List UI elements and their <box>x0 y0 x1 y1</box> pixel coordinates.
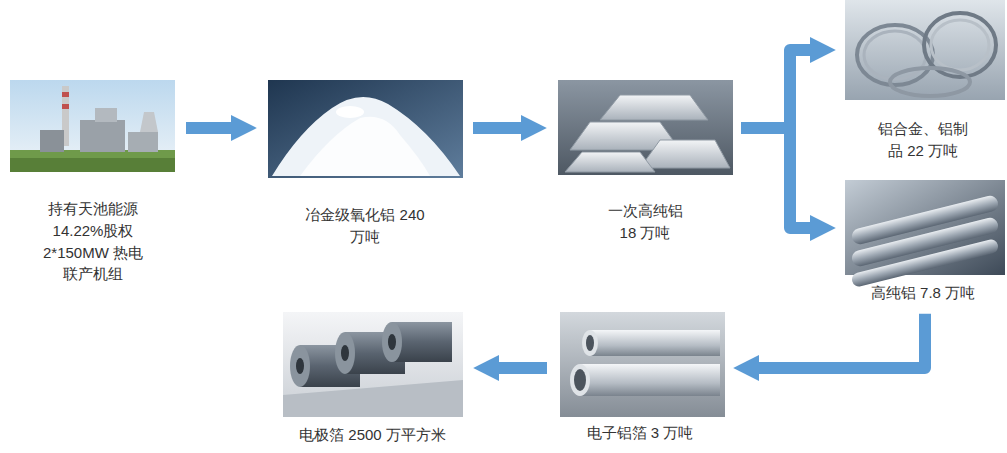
photo-shape <box>296 358 304 374</box>
product-node: 铝合金、铝制 品 22 万吨 <box>842 0 1004 164</box>
photo-shape <box>300 117 430 176</box>
product-caption: 铝合金、铝制 品 22 万吨 <box>873 118 973 162</box>
photo-shape <box>580 364 720 396</box>
photo-shape <box>382 322 402 362</box>
photo-shape <box>931 20 989 70</box>
product-caption: 高纯铝 7.8 万吨 <box>871 282 975 304</box>
photo-shape <box>268 80 463 178</box>
photo-shape <box>586 335 594 351</box>
alumina-powder-photo <box>268 80 463 178</box>
rod-photo <box>845 180 1005 288</box>
flow-arrow <box>186 122 236 134</box>
photo-shape <box>62 92 69 97</box>
tube-photo <box>560 312 725 417</box>
flow-arrow <box>741 128 815 228</box>
photo-shape <box>10 158 175 172</box>
photo-shape <box>851 238 1000 288</box>
photo-shape <box>640 140 730 168</box>
photo-shape <box>560 312 725 417</box>
photo-shape <box>341 345 349 361</box>
photo-shape <box>272 97 460 176</box>
photo-shape <box>10 80 175 172</box>
photo-shape <box>80 120 125 152</box>
photo-shape <box>890 68 970 96</box>
flow-arrow <box>494 362 547 374</box>
photo-shape <box>336 106 364 118</box>
photo-shape <box>10 150 175 172</box>
photo-shape <box>388 334 396 350</box>
product-node: 电极箔 2500 万平方米 <box>280 312 465 448</box>
photo-shape <box>582 330 598 356</box>
product-caption: 电子铝箔 3 万吨 <box>587 422 694 444</box>
flow-arrow <box>754 314 925 368</box>
product-node: 高纯铝 7.8 万吨 <box>842 180 1004 306</box>
photo-shape <box>600 95 708 120</box>
photo-shape <box>570 364 590 396</box>
flow-arrow <box>473 122 526 134</box>
photo-shape <box>558 80 733 175</box>
photo-shape <box>845 0 1005 100</box>
product-caption: 持有天池能源 14.22%股权 2*150MW 热电 联产机组 <box>37 198 149 285</box>
photo-shape <box>565 152 655 172</box>
product-node: 一次高纯铝 18 万吨 <box>555 80 735 246</box>
photo-shape <box>283 312 463 417</box>
photo-shape <box>290 345 310 387</box>
product-caption: 电极箔 2500 万平方米 <box>299 424 446 446</box>
photo-shape <box>140 112 158 132</box>
photo-shape <box>335 332 355 374</box>
foil-roll-photo <box>283 312 463 417</box>
photo-shape <box>128 132 158 152</box>
ingot-photo <box>558 80 733 175</box>
product-caption: 一次高纯铝 18 万吨 <box>600 200 690 244</box>
product-node: 冶金级氧化铝 240 万吨 <box>265 80 465 250</box>
flow-arrow <box>741 50 815 128</box>
photo-shape <box>864 31 926 79</box>
coil-photo <box>845 0 1005 100</box>
photo-shape <box>95 108 117 122</box>
photo-shape <box>62 104 69 109</box>
product-caption: 冶金级氧化铝 240 万吨 <box>300 204 430 248</box>
product-node: 持有天池能源 14.22%股权 2*150MW 热电 联产机组 <box>8 80 178 287</box>
photo-shape <box>590 330 720 356</box>
power-plant-photo <box>10 80 175 172</box>
photo-shape <box>574 369 586 391</box>
product-node: 电子铝箔 3 万吨 <box>555 312 725 446</box>
photo-shape <box>40 130 64 152</box>
